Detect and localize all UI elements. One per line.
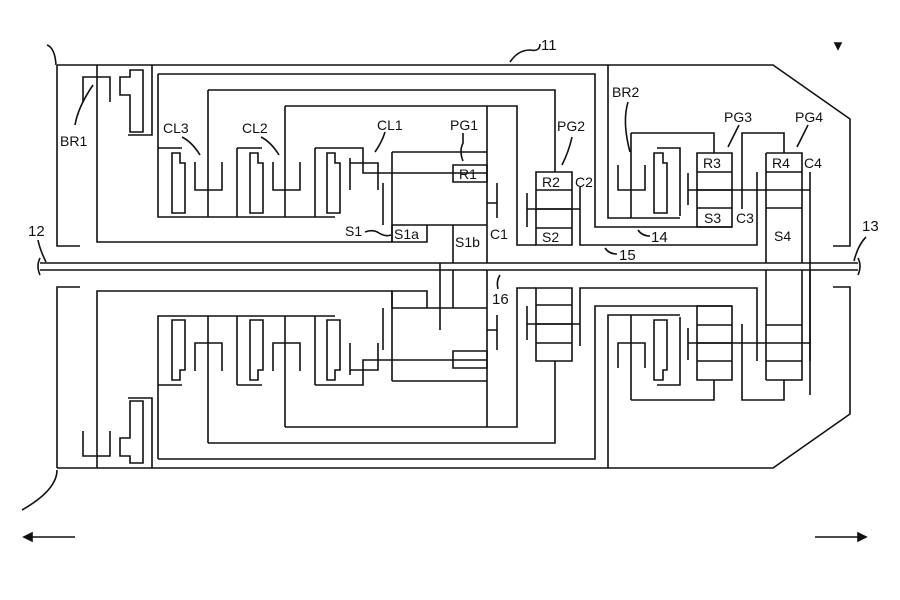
ref-12: 12 [28,223,45,240]
label-cl1: CL1 [377,117,403,133]
label-c2: C2 [575,174,593,190]
label-cl3: CL3 [163,120,189,136]
label-c1: C1 [490,226,508,242]
label-r1: R1 [459,166,477,182]
ref-15: 15 [619,247,636,264]
label-s1a: S1a [394,226,419,242]
label-s2: S2 [542,229,559,245]
ref-16: 16 [492,291,509,308]
label-pg4: PG4 [795,109,823,125]
label-br1: BR1 [60,133,87,149]
leader-lines [21,42,867,511]
right-arrow-icon [815,531,868,543]
label-s1b: S1b [455,234,480,250]
label-pg1: PG1 [450,117,478,133]
upper-half-schematic [56,64,851,264]
label-r2: R2 [542,174,560,190]
label-pg3: PG3 [724,109,752,125]
lower-half-schematic [56,269,851,469]
label-br2: BR2 [612,84,639,100]
label-c4: C4 [804,155,822,171]
ref-14: 14 [651,229,668,246]
ref-13: 13 [862,218,879,235]
label-c3: C3 [736,210,754,226]
left-arrow-icon [22,531,75,543]
label-r4: R4 [772,155,790,171]
label-s3: S3 [704,210,721,226]
label-r3: R3 [703,155,721,171]
ref-11: 11 [541,37,557,54]
label-pg2: PG2 [557,118,585,134]
label-s1: S1 [345,223,362,239]
label-cl2: CL2 [242,120,268,136]
main-shaft [37,257,861,395]
label-s4: S4 [774,228,791,244]
